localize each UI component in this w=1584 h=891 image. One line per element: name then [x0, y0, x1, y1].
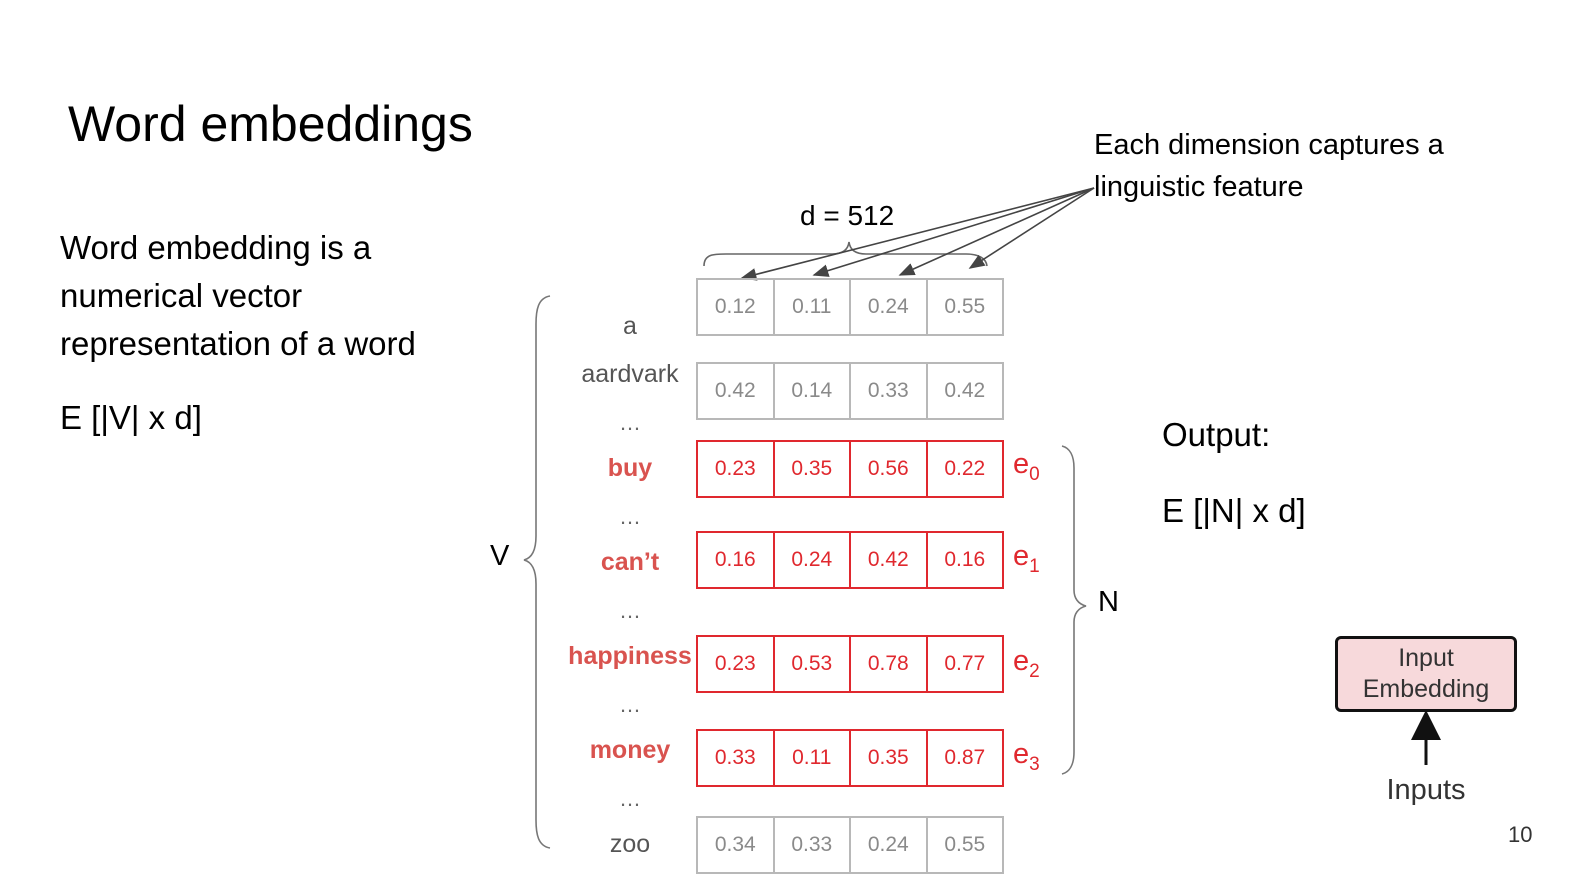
- v-brace: [523, 295, 551, 849]
- vector-cell: 0.56: [849, 442, 926, 496]
- word-label-highlighted: happiness: [568, 642, 692, 670]
- vector-cell: 0.87: [925, 731, 1003, 785]
- vector-cell: 0.42: [714, 379, 756, 402]
- ellipsis: …: [619, 504, 641, 529]
- vector-cell: 0.35: [849, 731, 926, 785]
- vector-row-highlighted: 0.16 0.24 0.42 0.16: [696, 531, 1004, 589]
- input-embedding-label: Input Embedding: [1362, 644, 1490, 703]
- embedding-label: e0: [1013, 448, 1040, 485]
- vector-cell: 0.53: [772, 637, 850, 691]
- vector-row-highlighted: 0.33 0.11 0.35 0.87: [696, 729, 1004, 787]
- page-number: 10: [1508, 822, 1533, 847]
- d-brace: [703, 241, 988, 267]
- annotation-arrow-4: [968, 187, 1095, 269]
- vector-row-highlighted: 0.23 0.35 0.56 0.22: [696, 440, 1004, 498]
- ellipsis: …: [619, 786, 641, 811]
- word-label: a: [623, 312, 637, 340]
- annotation-arrow-1: [740, 187, 1095, 281]
- vector-cell: 0.55: [925, 280, 1003, 334]
- output-label: Output:: [1162, 416, 1271, 453]
- vector-cell: 0.42: [925, 364, 1003, 418]
- vector-row: 0.42 0.14 0.33 0.42: [696, 362, 1004, 420]
- output-formula: E [|N| x d]: [1162, 492, 1306, 529]
- v-label: V: [490, 540, 510, 572]
- ellipsis: …: [619, 598, 641, 623]
- vector-row: 0.12 0.11 0.24 0.55: [696, 278, 1004, 336]
- vector-cell: 0.55: [925, 818, 1003, 872]
- embedding-label: e1: [1013, 540, 1040, 577]
- word-label: aardvark: [581, 360, 679, 388]
- vector-cell: 0.24: [772, 533, 850, 587]
- dimension-label: d = 512: [800, 200, 895, 231]
- vector-cell: 0.24: [849, 280, 926, 334]
- vector-cell: 0.34: [714, 833, 756, 856]
- vector-cell: 0.35: [772, 442, 850, 496]
- embedding-label: e3: [1013, 738, 1040, 775]
- n-brace: [1061, 445, 1087, 775]
- vector-cell: 0.16: [714, 548, 756, 571]
- vector-cell: 0.11: [772, 731, 850, 785]
- vector-cell: 0.33: [772, 818, 850, 872]
- word-label-highlighted: money: [589, 736, 671, 764]
- embedding-label: e2: [1013, 645, 1040, 682]
- annotation-text: Each dimension captures a linguistic fea…: [1094, 129, 1444, 203]
- vector-row-highlighted: 0.23 0.53 0.78 0.77: [696, 635, 1004, 693]
- word-label: zoo: [609, 830, 651, 858]
- inputs-label: Inputs: [1386, 774, 1466, 806]
- slide-title: Word embeddings: [68, 96, 473, 152]
- vector-cell: 0.42: [849, 533, 926, 587]
- vector-cell: 0.77: [925, 637, 1003, 691]
- word-label-highlighted: buy: [607, 454, 653, 482]
- vector-row: 0.34 0.33 0.24 0.55: [696, 816, 1004, 874]
- vector-cell: 0.33: [849, 364, 926, 418]
- vector-cell: 0.33: [714, 746, 756, 769]
- vector-cell: 0.24: [849, 818, 926, 872]
- description-text: Word embedding is a numerical vector rep…: [60, 229, 416, 362]
- vector-cell: 0.78: [849, 637, 926, 691]
- input-embedding-block: Input Embedding: [1335, 636, 1517, 712]
- vector-cell: 0.23: [714, 457, 756, 480]
- ellipsis: …: [619, 410, 641, 435]
- ellipsis: …: [619, 692, 641, 717]
- vocab-formula: E [|V| x d]: [60, 399, 202, 436]
- vector-cell: 0.12: [714, 295, 756, 318]
- n-label: N: [1098, 586, 1119, 618]
- annotation-arrow-3: [898, 187, 1095, 276]
- annotation-arrow-2: [812, 187, 1095, 277]
- vector-cell: 0.11: [772, 280, 850, 334]
- vector-cell: 0.14: [772, 364, 850, 418]
- vector-cell: 0.22: [925, 442, 1003, 496]
- vector-cell: 0.16: [925, 533, 1003, 587]
- vector-cell: 0.23: [714, 652, 756, 675]
- word-label-highlighted: can’t: [600, 548, 660, 576]
